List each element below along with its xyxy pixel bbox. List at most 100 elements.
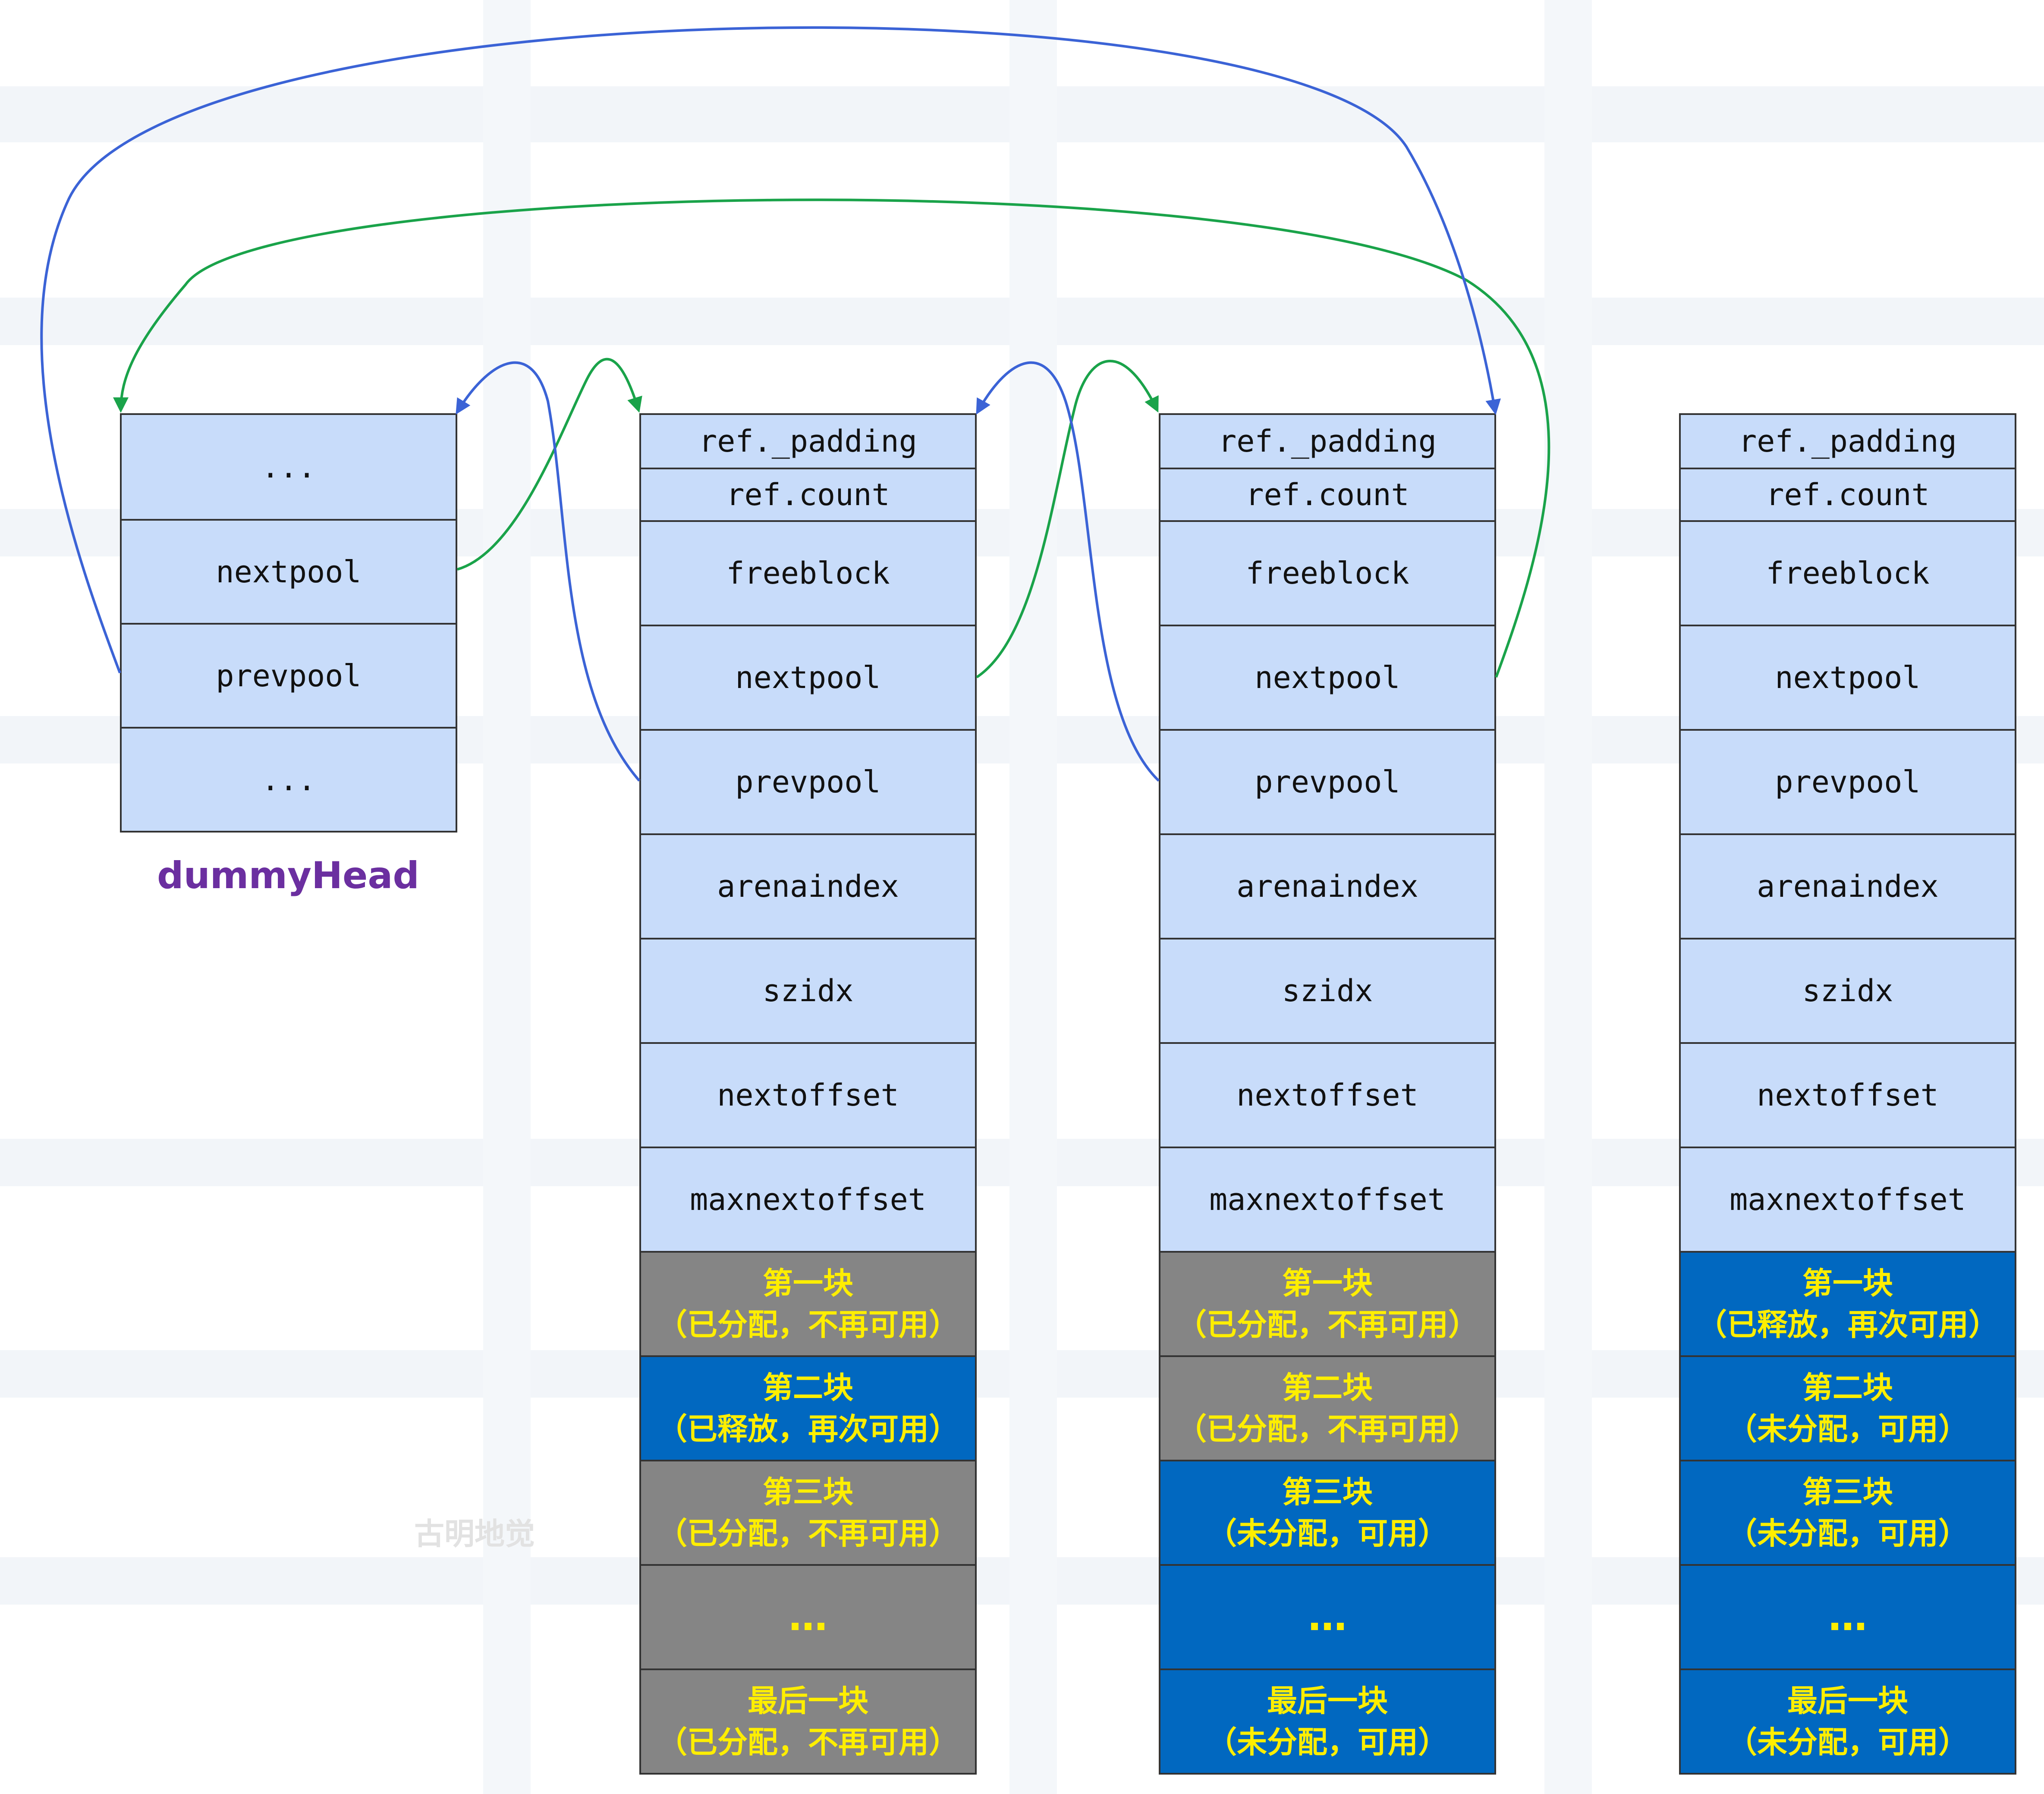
pool-block: 第一块 （已分配，不再可用） xyxy=(641,1251,975,1355)
pool-field-nextoffset: nextoffset xyxy=(641,1042,975,1147)
dummy-head-field: prevpool xyxy=(122,623,456,727)
pool-block-text: （未分配，可用） xyxy=(1727,1725,1969,1760)
pool-block-text: 第二块 xyxy=(1802,1370,1893,1405)
pool-field-szidx: szidx xyxy=(1160,938,1494,1042)
pool-block: 第三块（未分配，可用） xyxy=(1160,1460,1494,1564)
pool-block: 第二块 （已分配，不再可用） xyxy=(1160,1355,1494,1460)
pool-block: … xyxy=(1681,1564,2015,1668)
pool-field-szidx-text: szidx xyxy=(1802,973,1893,1009)
pool-field-maxnextoffset: maxnextoffset xyxy=(641,1147,975,1251)
pool-field-arenaindex-text: arenaindex xyxy=(1757,869,1939,904)
pool-block-text: （已分配，不再可用） xyxy=(657,1725,959,1760)
pool-field-freeblock-text: freeblock xyxy=(1245,556,1409,591)
pool-block-text: 第一块 xyxy=(763,1266,853,1301)
pool-field-refcount-text: ref.count xyxy=(726,477,890,512)
pool-block-text: （未分配，可用） xyxy=(1207,1725,1448,1760)
nextpool-link-dummy-to-pool1 xyxy=(457,358,642,571)
pool-field-arenaindex: arenaindex xyxy=(1681,833,2015,938)
pool-block: 第三块 （未分配，可用） xyxy=(1681,1460,2015,1564)
pool-block-text: … xyxy=(1308,1594,1347,1640)
pool-field-arenaindex-text: arenaindex xyxy=(1236,869,1418,904)
pool-field-freeblock-text: freeblock xyxy=(726,556,890,591)
pool-field-refcount: ref.count xyxy=(1681,468,2015,520)
prevpool-link-dummy-to-pool2 xyxy=(40,26,1501,674)
pool-block: 第一块 （已分配，不再可用） xyxy=(1160,1251,1494,1355)
pool-block-text: （已释放，再次可用） xyxy=(1697,1307,1999,1342)
bg-band xyxy=(483,0,531,1794)
pool-block-text: （已分配，不再可用） xyxy=(657,1307,959,1342)
pool-field-refcount: ref.count xyxy=(1160,468,1494,520)
pool-field-arenaindex: arenaindex xyxy=(641,833,975,938)
pool-block: 第三块（已分配，不再可用） xyxy=(641,1460,975,1564)
pool-field-refpadding: ref._padding xyxy=(641,415,975,468)
dummy-head-field: ... xyxy=(122,415,456,519)
pool-block-text: … xyxy=(1828,1594,1867,1640)
dummy-head-field-text: ... xyxy=(261,762,316,798)
pool-field-freeblock: freeblock xyxy=(641,520,975,625)
pool-block: 第二块 （已释放，再次可用） xyxy=(641,1355,975,1460)
pool-block-text: 第三块 xyxy=(763,1474,853,1510)
pool-field-maxnextoffset-text: maxnextoffset xyxy=(690,1182,926,1217)
pool-field-freeblock: freeblock xyxy=(1160,520,1494,625)
bg-band xyxy=(1009,0,1057,1794)
pool-field-maxnextoffset-text: maxnextoffset xyxy=(1209,1182,1446,1217)
pool-block-text: （未分配，可用） xyxy=(1727,1516,1969,1551)
dummy-head-field-text: prevpool xyxy=(216,658,362,694)
pool-field-refpadding-text: ref._padding xyxy=(1739,424,1957,459)
pool-field-szidx-text: szidx xyxy=(1282,973,1373,1009)
dummy-head-struct: ... nextpool prevpool... xyxy=(120,413,457,833)
pool-block-text: （已分配，不再可用） xyxy=(1176,1307,1478,1342)
pool-field-refcount: ref.count xyxy=(641,468,975,520)
pool-block: 最后一块 （未分配，可用） xyxy=(1160,1668,1494,1773)
pool-field-refpadding: ref._padding xyxy=(1160,415,1494,468)
pool-field-arenaindex-text: arenaindex xyxy=(717,869,899,904)
pool-field-prevpool-text: prevpool xyxy=(735,764,881,800)
pool-field-nextpool: nextpool xyxy=(1681,625,2015,729)
pool-field-maxnextoffset-text: maxnextoffset xyxy=(1730,1182,1966,1217)
prevpool-link-pool1-to-dummy xyxy=(456,361,641,782)
pool-block-text: （已分配，不再可用） xyxy=(1176,1411,1478,1447)
dummy-head-field: ... xyxy=(122,727,456,831)
pool-field-nextpool-text: nextpool xyxy=(1775,660,1921,695)
pool-block-text: 最后一块 xyxy=(1787,1683,1908,1719)
pool-block-text: 最后一块 xyxy=(1267,1683,1388,1719)
pool-block: 最后一块 （已分配，不再可用） xyxy=(641,1668,975,1773)
pool-struct: ref._padding ref.count freeblock nextpool pr… xyxy=(639,413,977,1775)
pool-field-prevpool-text: prevpool xyxy=(1255,764,1400,800)
pool-field-prevpool-text: prevpool xyxy=(1775,764,1921,800)
pool-block-text: （未分配，可用） xyxy=(1207,1516,1448,1551)
pool-field-prevpool: prevpool xyxy=(1681,729,2015,833)
pool-struct: ref._padding ref.count freeblock nextpool pr… xyxy=(1159,413,1496,1775)
pool-block-text: 第三块 xyxy=(1802,1474,1893,1510)
pool-block: 第一块 （已释放，再次可用） xyxy=(1681,1251,2015,1355)
dummy-head-field: nextpool xyxy=(122,519,456,623)
nextpool-link-pool1-to-pool2 xyxy=(976,360,1159,679)
pool-block-text: 第一块 xyxy=(1282,1266,1373,1301)
pool-field-nextoffset: nextoffset xyxy=(1681,1042,2015,1147)
pool-block-text: （已释放，再次可用） xyxy=(657,1411,959,1447)
pool-block-text: （未分配，可用） xyxy=(1727,1411,1969,1447)
pool-block-text: 第一块 xyxy=(1802,1266,1893,1301)
pool-field-prevpool: prevpool xyxy=(1160,729,1494,833)
pool-field-arenaindex: arenaindex xyxy=(1160,833,1494,938)
bg-band xyxy=(1544,0,1592,1794)
pool-block: … xyxy=(641,1564,975,1668)
pool-field-nextpool-text: nextpool xyxy=(1255,660,1400,695)
pool-field-szidx: szidx xyxy=(1681,938,2015,1042)
pool-field-nextoffset-text: nextoffset xyxy=(1236,1078,1418,1113)
pool-struct: ref._padding ref.count freeblock nextpool pr… xyxy=(1679,413,2016,1775)
dummy-head-label: dummyHead xyxy=(157,854,419,897)
pool-field-nextpool: nextpool xyxy=(641,625,975,729)
pool-field-freeblock-text: freeblock xyxy=(1766,556,1930,591)
pool-field-szidx: szidx xyxy=(641,938,975,1042)
pool-block-text: … xyxy=(789,1594,827,1640)
pool-field-refcount-text: ref.count xyxy=(1766,477,1930,512)
pool-field-refpadding-text: ref._padding xyxy=(1218,424,1437,459)
pool-block-text: 第二块 xyxy=(763,1370,853,1405)
dummy-head-field-text: nextpool xyxy=(216,554,362,590)
pool-block-text: 最后一块 xyxy=(748,1683,868,1719)
pool-block-text: 第二块 xyxy=(1282,1370,1373,1405)
watermark: 古明地觉 xyxy=(414,1516,535,1552)
